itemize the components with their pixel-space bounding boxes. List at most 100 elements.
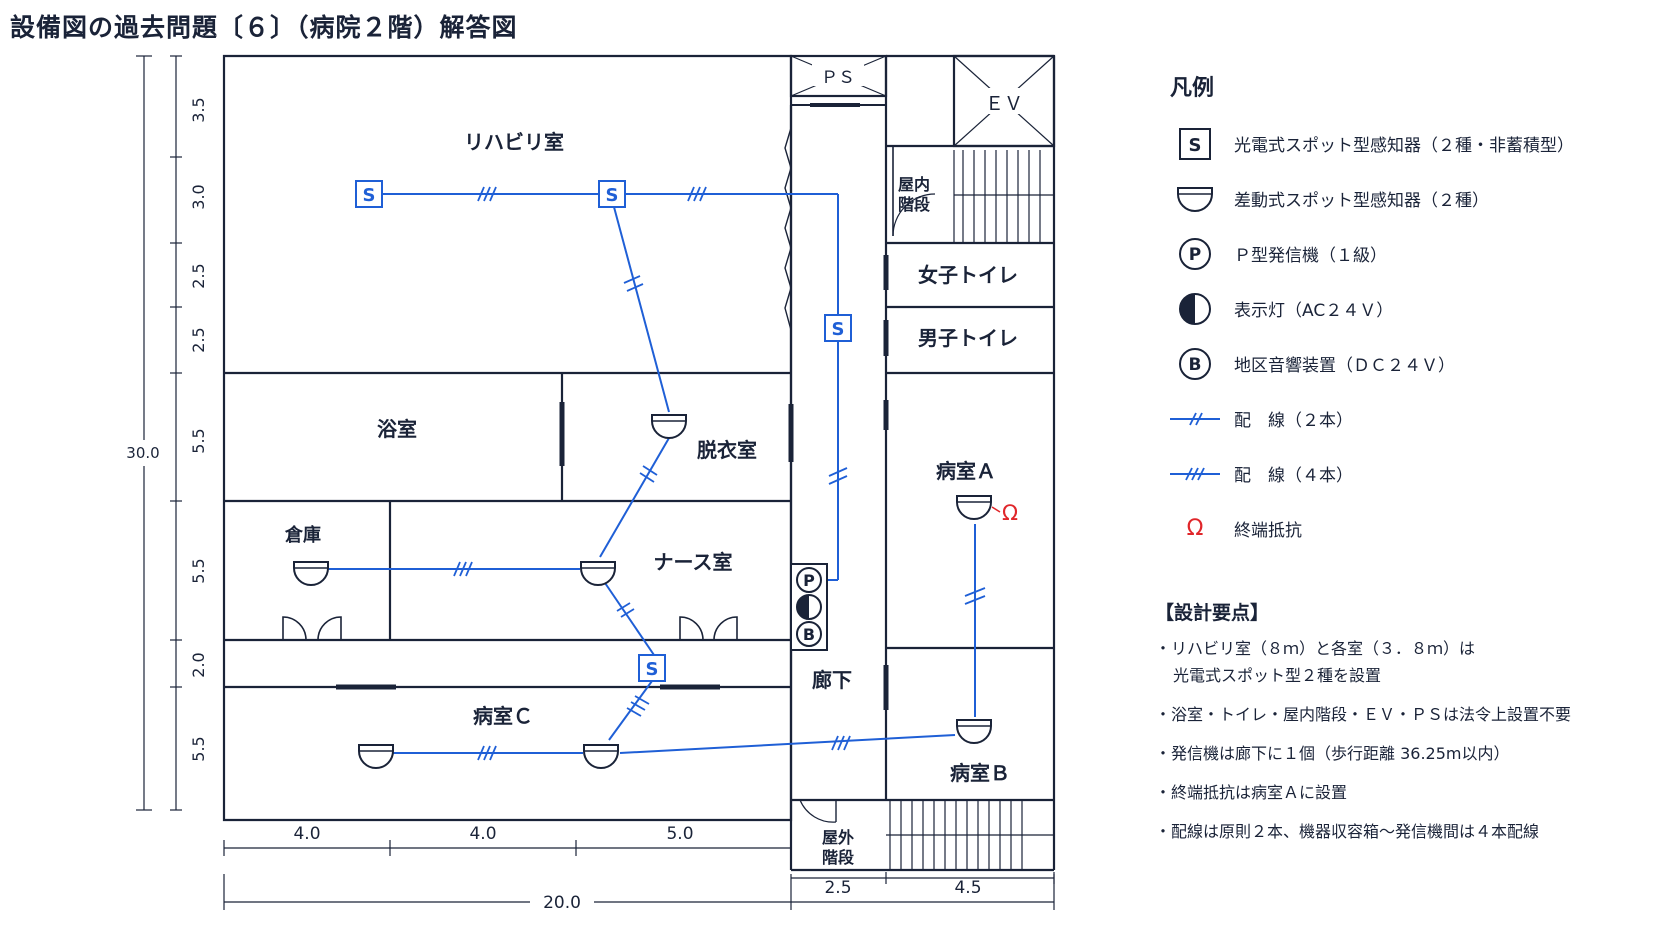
note-1: ・リハビリ室（８ｍ）と各室（３．８ｍ）は 光電式スポット型２種を設置 [1155, 639, 1476, 685]
dim-left-5: 5.5 [189, 428, 208, 453]
room-ward-c: 病室Ｃ [473, 704, 533, 728]
heat-detector-ward-a [956, 495, 992, 520]
svg-text:S: S [646, 659, 659, 680]
room-nurse: ナース室 [654, 550, 733, 574]
legend-label-resistor: 終端抵抗 [1234, 521, 1302, 541]
dim-left-total: 30.0 [126, 444, 159, 462]
room-dressing: 脱衣室 [697, 438, 757, 462]
smoke-detector-icon: S [1170, 124, 1220, 164]
legend-row-heat: 差動式スポット型感知器（２種） [1170, 171, 1650, 226]
room-ward-a: 病室Ａ [936, 459, 996, 483]
legend-label-lamp: 表示灯（AC２４Ｖ） [1234, 301, 1394, 321]
legend-row-lamp: 表示灯（AC２４Ｖ） [1170, 281, 1650, 336]
note-3: ・発信機は廊下に１個（歩行距離 36.25m以内） [1155, 744, 1510, 763]
room-stairs-out-1: 屋外 [822, 828, 854, 847]
dim-left-3: 2.5 [189, 263, 208, 288]
legend-label-p: Ｐ型発信機（１級） [1234, 246, 1387, 266]
door-marks [336, 255, 889, 710]
heat-detector-icon [1170, 179, 1220, 219]
dim-left-4: 2.5 [189, 327, 208, 352]
legend-row-p: P Ｐ型発信機（１級） [1170, 226, 1650, 281]
heat-detector-ward-c-1 [358, 744, 394, 769]
indicator-lamp-legend-icon [1170, 289, 1220, 329]
smoke-detector-2: S [598, 180, 626, 208]
wiring-4-icon [1170, 454, 1220, 494]
room-stairs-in-1: 屋内 [898, 175, 930, 194]
smoke-detector-4: S [638, 654, 666, 682]
indoor-stairs [892, 146, 1054, 243]
dim-left-1: 3.5 [189, 97, 208, 122]
wiring-2-icon [1170, 399, 1220, 439]
p-transmitter-icon: P [803, 571, 815, 590]
svg-text:P: P [1189, 245, 1201, 265]
dim-bottom-2: 4.0 [469, 824, 496, 844]
svg-text:S: S [1189, 135, 1202, 156]
legend-row-bell: B 地区音響装置（ＤＣ２４Ｖ） [1170, 336, 1650, 391]
notes-title: 【設計要点】 [1155, 602, 1270, 624]
room-toilet-male: 男子トイレ [918, 326, 1018, 350]
room-storage: 倉庫 [284, 524, 321, 546]
heat-detector-ward-b [956, 719, 992, 744]
legend-row-wire2: 配 線（２本） [1170, 391, 1650, 446]
svg-text:S: S [832, 319, 845, 340]
floor-plan: ＰＳ ＥＶ [126, 54, 1056, 913]
room-corridor: 廊下 [812, 668, 852, 692]
wiring [313, 193, 976, 754]
legend-label-smoke: 光電式スポット型感知器（２種・非蓄積型） [1234, 136, 1574, 156]
dim-bottom-right-1: 2.5 [824, 878, 851, 898]
indicator-lamp-icon [797, 595, 809, 619]
heat-detector-nurse [580, 561, 616, 586]
terminal-resistor-icon: Ω [1002, 501, 1018, 525]
outdoor-stairs [799, 799, 1054, 870]
page-title: 設備図の過去問題〔６〕（病院２階）解答図 [10, 13, 518, 42]
dim-bottom-3: 5.0 [666, 824, 693, 844]
legend-title: 凡例 [1170, 76, 1215, 101]
heat-detector-storage [293, 561, 329, 586]
legend-row-resistor: Ω 終端抵抗 [1170, 501, 1650, 556]
svg-text:B: B [1189, 355, 1202, 375]
p-transmitter-legend-icon: P [1170, 234, 1220, 274]
bell-legend-icon: B [1170, 344, 1220, 384]
ps-label: ＰＳ [821, 68, 855, 88]
smoke-detector-1: S [355, 180, 383, 208]
legend-row-wire4: 配 線（４本） [1170, 446, 1650, 501]
svg-text:S: S [363, 185, 376, 206]
dim-left-8: 5.5 [189, 736, 208, 761]
room-stairs-out-2: 階段 [822, 848, 855, 867]
dim-bottom-1: 4.0 [293, 824, 320, 844]
dim-bottom-total: 20.0 [543, 893, 581, 913]
terminal-resistor-legend-icon: Ω [1186, 516, 1204, 541]
room-stairs-in-2: 階段 [898, 195, 931, 214]
legend: 凡例 S 光電式スポット型感知器（２種・非蓄積型） 差動式スポット型感知器（２種… [1170, 70, 1650, 556]
room-bath: 浴室 [377, 417, 417, 441]
bell-icon: B [803, 625, 815, 644]
note-5: ・配線は原則２本、機器収容箱～発信機間は４本配線 [1155, 822, 1540, 841]
dimension-bottom [223, 840, 1055, 912]
legend-label-heat: 差動式スポット型感知器（２種） [1234, 191, 1489, 211]
equipment-box: P B [790, 563, 828, 651]
room-rehab: リハビリ室 [464, 130, 564, 154]
legend-row-smoke: S 光電式スポット型感知器（２種・非蓄積型） [1170, 116, 1650, 171]
dim-left-2: 3.0 [189, 184, 208, 209]
room-ward-b: 病室Ｂ [950, 761, 1010, 785]
double-doors [282, 616, 738, 641]
room-toilet-female: 女子トイレ [918, 263, 1018, 287]
design-notes: 【設計要点】 ・リハビリ室（８ｍ）と各室（３．８ｍ）は 光電式スポット型２種を設… [1155, 598, 1655, 857]
svg-text:S: S [606, 185, 619, 206]
heat-detector-ward-c-2 [583, 744, 619, 769]
elevator [953, 55, 1055, 147]
dim-left-7: 2.0 [189, 652, 208, 677]
ev-label: ＥＶ [985, 93, 1023, 115]
note-4: ・終端抵抗は病室Ａに設置 [1155, 783, 1348, 802]
dim-left-6: 5.5 [189, 558, 208, 583]
heat-detector-dressing [651, 414, 687, 439]
wire-ticks [453, 186, 986, 761]
legend-label-wire2: 配 線（２本） [1234, 411, 1353, 431]
ps-shaft [790, 55, 887, 97]
legend-label-wire4: 配 線（４本） [1234, 466, 1353, 486]
smoke-detector-3: S [824, 314, 852, 342]
dim-bottom-right-2: 4.5 [954, 878, 981, 898]
legend-label-bell: 地区音響装置（ＤＣ２４Ｖ） [1234, 356, 1455, 376]
dimension-left [128, 55, 182, 811]
folding-partition [784, 127, 792, 331]
